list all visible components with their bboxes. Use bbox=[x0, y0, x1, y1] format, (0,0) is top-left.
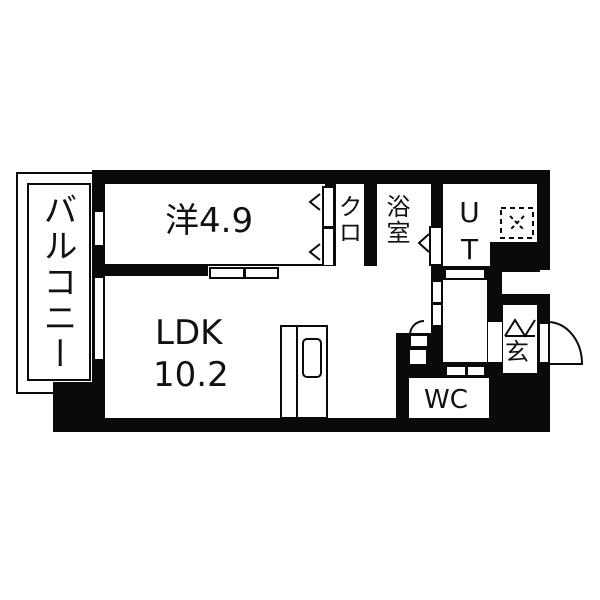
entrance-label: 玄 bbox=[505, 338, 529, 366]
hall-door-lower[interactable] bbox=[431, 303, 443, 327]
balcony-window-ldk[interactable] bbox=[93, 276, 105, 361]
toilet-door-right[interactable] bbox=[466, 365, 486, 377]
outer-wall-bottom-left bbox=[53, 382, 103, 432]
entry-door-frame[interactable] bbox=[538, 322, 550, 364]
kitchen-sink-icon bbox=[302, 338, 322, 378]
bathroom-door-arrow-icon bbox=[417, 233, 430, 253]
storage-cabinet-lower[interactable] bbox=[408, 348, 428, 366]
western-room-door-right[interactable] bbox=[244, 267, 279, 279]
toilet-label: WC bbox=[424, 385, 468, 415]
closet-door-panel-lower[interactable] bbox=[322, 227, 335, 267]
ldk-label-line1: LDK bbox=[155, 313, 223, 353]
closet-door-arrow-icon bbox=[308, 193, 321, 261]
utility-label: UT bbox=[453, 196, 486, 270]
bathroom-label: 浴室 bbox=[382, 194, 410, 246]
closet-door-panel-upper[interactable] bbox=[322, 186, 335, 228]
balcony-window-western[interactable] bbox=[93, 210, 105, 247]
storage-cabinet-upper[interactable] bbox=[409, 334, 429, 348]
ldk-label-line2: 10.2 bbox=[153, 355, 229, 395]
shoe-cabinet-icon bbox=[504, 318, 536, 338]
hallway bbox=[443, 280, 487, 362]
bathroom-door[interactable] bbox=[429, 226, 443, 266]
room-entrance bbox=[488, 322, 502, 362]
balcony-inner-frame bbox=[27, 183, 91, 381]
closet-label: クロ bbox=[334, 194, 362, 246]
kitchen-counter-divider bbox=[296, 325, 298, 419]
cabinet-door-swing-icon bbox=[409, 320, 425, 336]
western-room-door-left[interactable] bbox=[209, 267, 245, 279]
utility-door[interactable] bbox=[444, 268, 486, 280]
door-swing-icon bbox=[547, 321, 584, 365]
toilet-door-left[interactable] bbox=[445, 365, 467, 377]
exterior-notch bbox=[502, 270, 552, 294]
western-room-label: 洋4.9 bbox=[165, 201, 254, 241]
washer-space-icon bbox=[500, 207, 534, 239]
room-ldk bbox=[105, 276, 431, 418]
hall-door-upper[interactable] bbox=[431, 280, 443, 304]
room-western bbox=[105, 184, 325, 264]
room-toilet bbox=[409, 378, 489, 418]
room-bathroom bbox=[377, 184, 431, 266]
balcony-label: バルコニー bbox=[37, 192, 77, 372]
entrance-floor bbox=[503, 305, 537, 373]
room-closet bbox=[336, 184, 364, 266]
utility-wall-notch bbox=[490, 242, 540, 272]
